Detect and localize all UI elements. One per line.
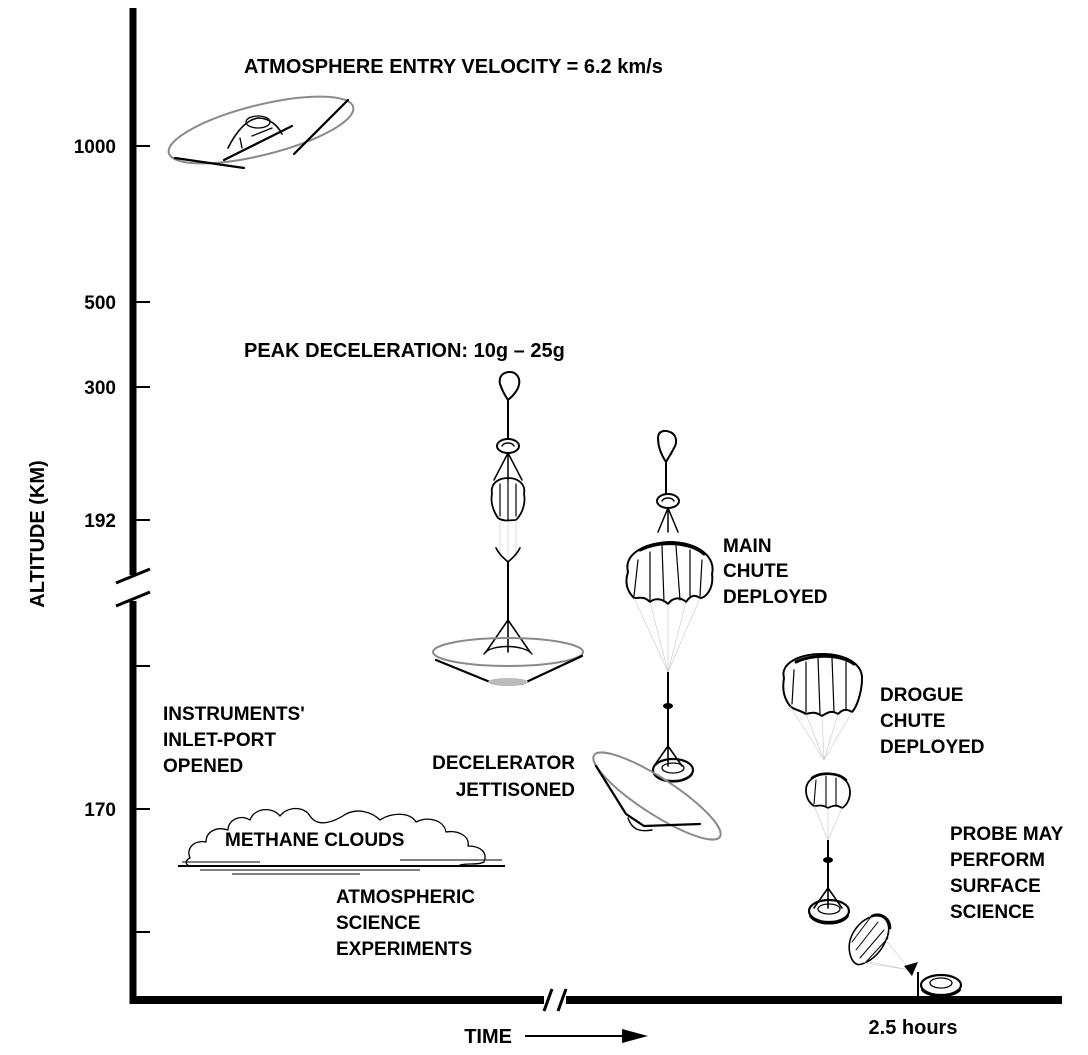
y-axis <box>115 8 151 1004</box>
svg-text:MAIN: MAIN <box>723 536 772 557</box>
svg-text:SCIENCE: SCIENCE <box>336 913 420 934</box>
atmospheric-science-label: ATMOSPHERIC SCIENCE EXPERIMENTS <box>336 887 475 960</box>
y-tick-label: 300 <box>84 378 116 399</box>
entry-probe-icon <box>167 95 355 170</box>
peak-deceleration-label: PEAK DECELERATION: 10g – 25g <box>244 340 565 362</box>
surface-science-label: PROBE MAY PERFORM SURFACE SCIENCE <box>950 824 1064 923</box>
svg-text:EXPERIMENTS: EXPERIMENTS <box>336 939 472 960</box>
duration-label: 2.5 hours <box>869 1017 958 1039</box>
svg-text:DECELERATOR: DECELERATOR <box>432 753 575 774</box>
svg-text:CHUTE: CHUTE <box>723 561 788 582</box>
decelerator-label: DECELERATOR JETTISONED <box>432 753 575 801</box>
x-axis-break-mark <box>556 988 568 1012</box>
svg-text:ATMOSPHERIC: ATMOSPHERIC <box>336 887 475 908</box>
drogue-chute-label: DROGUE CHUTE DEPLOYED <box>880 685 985 758</box>
x-axis-label: TIME <box>464 1026 512 1048</box>
y-tick-label: 500 <box>84 293 116 314</box>
y-axis-break-mark <box>115 567 151 585</box>
svg-text:SCIENCE: SCIENCE <box>950 902 1034 923</box>
y-axis-break-mark <box>115 590 151 608</box>
x-axis-break-mark <box>542 988 554 1012</box>
time-arrow <box>525 1029 648 1043</box>
svg-text:JETTISONED: JETTISONED <box>456 780 575 801</box>
svg-text:PERFORM: PERFORM <box>950 850 1045 871</box>
svg-text:INSTRUMENTS': INSTRUMENTS' <box>163 704 305 725</box>
x-axis <box>130 988 1062 1012</box>
entry-velocity-title: ATMOSPHERE ENTRY VELOCITY = 6.2 km/s <box>244 56 663 78</box>
svg-text:CHUTE: CHUTE <box>880 711 945 732</box>
y-tick-label: 170 <box>84 800 116 821</box>
svg-text:OPENED: OPENED <box>163 756 243 777</box>
methane-clouds-label: METHANE CLOUDS <box>225 830 404 851</box>
decelerating-probe-icon <box>432 371 584 686</box>
svg-text:PROBE MAY: PROBE MAY <box>950 824 1064 845</box>
instruments-label: INSTRUMENTS' INLET-PORT OPENED <box>163 704 305 777</box>
main-chute-label: MAIN CHUTE DEPLOYED <box>723 536 828 608</box>
y-tick-label: 192 <box>84 511 116 532</box>
y-axis-label: ALTITUDE (KM) <box>27 460 49 607</box>
svg-text:SURFACE: SURFACE <box>950 876 1041 897</box>
svg-text:DEPLOYED: DEPLOYED <box>723 587 828 608</box>
main-chute-probe-icon <box>625 429 714 783</box>
jettisoned-decelerator-icon <box>592 751 722 841</box>
svg-text:INLET-PORT: INLET-PORT <box>163 730 276 751</box>
drogue-chute-probe-icon <box>782 653 863 925</box>
y-tick-label: 1000 <box>74 137 116 158</box>
svg-text:DROGUE: DROGUE <box>880 685 963 706</box>
landed-probe-icon <box>848 913 963 1000</box>
svg-text:DEPLOYED: DEPLOYED <box>880 737 985 758</box>
methane-clouds: METHANE CLOUDS <box>178 807 505 875</box>
